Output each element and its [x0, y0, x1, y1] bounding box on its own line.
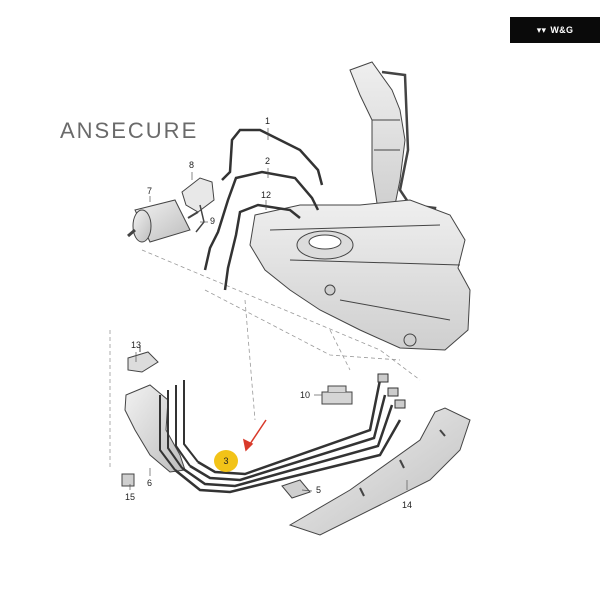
- callout-15: 15: [125, 492, 136, 502]
- callout-13: 13: [131, 340, 142, 350]
- fuel-tank: [249, 199, 471, 351]
- fuel-line-12: [223, 203, 301, 291]
- clip-13: [127, 345, 159, 373]
- fuel-line-1: [221, 128, 324, 186]
- underbody-shield-14: [288, 407, 471, 536]
- wg-chevron-mark-icon: ▾▾: [536, 24, 547, 35]
- callout-8: 8: [189, 160, 195, 170]
- brand-logo: ▾▾ W&G: [510, 17, 600, 43]
- line-connectors: [377, 373, 406, 409]
- callout-2: 2: [265, 156, 271, 166]
- clip-15: [121, 473, 135, 487]
- red-pointer-arrow: [242, 419, 267, 452]
- callout-14: 14: [402, 500, 413, 510]
- callout-leaders: [129, 128, 408, 492]
- pad-5: [281, 479, 311, 499]
- callout-1: 1: [265, 116, 271, 126]
- callout-10: 10: [300, 390, 311, 400]
- underbody-fuel-lines: [174, 379, 402, 494]
- callout-6: 6: [147, 478, 153, 488]
- callout-12: 12: [261, 190, 272, 200]
- callout-5: 5: [316, 485, 322, 495]
- clip-10: [321, 385, 353, 405]
- callout-3-highlight: 3: [214, 450, 238, 472]
- callout-7: 7: [147, 186, 153, 196]
- vertical-pipe-ends: [159, 380, 199, 471]
- fuel-line-2: [203, 170, 320, 271]
- filler-neck: [349, 61, 406, 211]
- callout-9: 9: [210, 216, 216, 226]
- fuel-filter: [127, 199, 199, 243]
- dashed-guide-lines: [109, 249, 421, 470]
- watermark-text: ANSECURE: [60, 118, 199, 143]
- callout-3: 3: [223, 456, 229, 466]
- brand-logo-text: W&G: [550, 25, 574, 35]
